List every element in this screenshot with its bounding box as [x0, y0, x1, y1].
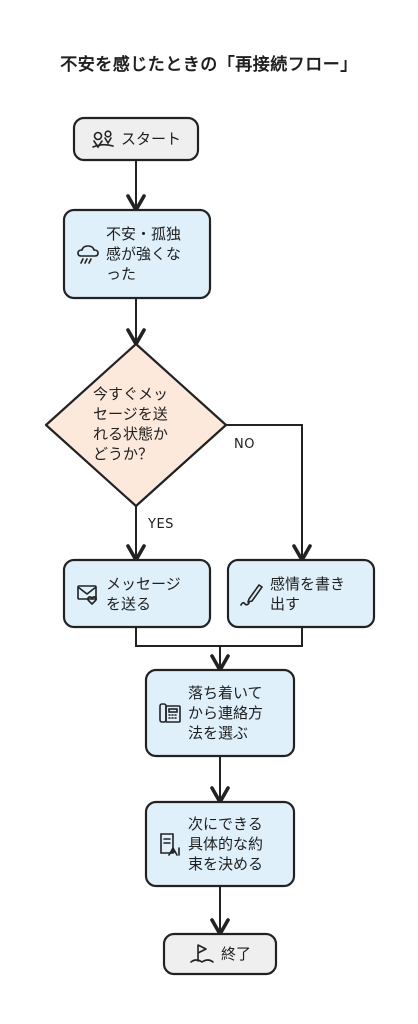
- end-label: 終了: [220, 945, 251, 963]
- node-send-message: メッセージ を送る: [64, 560, 210, 627]
- next-steps-label: 次にできる 具体的な約 束を決める: [188, 815, 264, 873]
- send-message-box: [62, 558, 212, 629]
- send-message-label: メッセージ を送る: [106, 574, 181, 613]
- write-feelings-box: [226, 558, 376, 629]
- write-feelings-label: 感情を書き 出す: [270, 574, 346, 613]
- no-label: NO: [234, 437, 255, 452]
- node-feel-lonely: 不安・孤独 感が強くな った: [64, 210, 210, 298]
- start-box: [72, 116, 200, 162]
- phone-icon: [158, 700, 182, 726]
- pen-icon: [240, 581, 264, 607]
- yes-label: YES: [148, 517, 174, 532]
- choose-contact-box: [144, 668, 296, 758]
- node-choose-contact: 落ち着いて から連絡方 法を選ぶ: [146, 670, 294, 756]
- decision-label: 今すぐメッ セージを送 れる状態か どうか？: [93, 385, 169, 463]
- decision-diamond: [44, 342, 228, 508]
- edge-send-merge: [135, 626, 221, 647]
- node-end: 終了: [164, 934, 276, 974]
- next-steps-box: [144, 800, 296, 888]
- node-write-feelings: 感情を書き 出す: [228, 560, 374, 627]
- lonely-box: [62, 208, 212, 300]
- document-icon: [158, 831, 182, 857]
- end-box: [162, 932, 278, 976]
- edge-decision-no: [225, 424, 312, 564]
- envelope-heart-icon: [76, 583, 100, 605]
- start-label: スタート: [120, 130, 181, 148]
- flag-icon: [189, 943, 215, 965]
- rain-cloud-icon: [76, 242, 100, 266]
- node-start: スタート: [74, 118, 198, 160]
- feel-lonely-label: 不安・孤独 感が強くな った: [106, 225, 182, 283]
- map-pins-icon: [91, 129, 115, 149]
- page-title: 不安を感じたときの「再接続フロー」: [60, 55, 358, 75]
- node-next-steps: 次にできる 具体的な約 束を決める: [146, 802, 294, 886]
- edge-write-merge: [219, 626, 303, 647]
- choose-contact-label: 落ち着いて から連絡方 法を選ぶ: [188, 684, 264, 742]
